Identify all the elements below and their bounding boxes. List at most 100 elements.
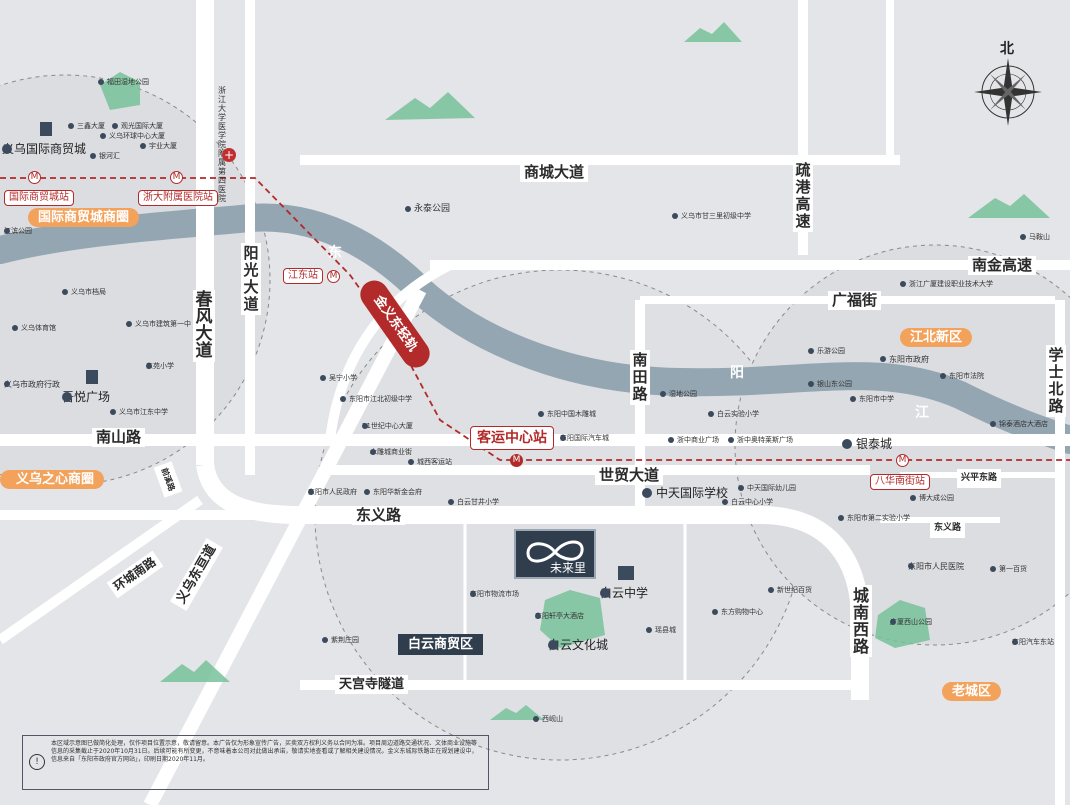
station-jiangdong[interactable]: 江东站 [283, 268, 323, 284]
poi-small[interactable]: 观光国际大厦 [112, 122, 163, 131]
poi-small[interactable]: 义乌市甘三里初级中学 [672, 212, 751, 221]
road-label-dongyi: 东义路 [352, 506, 406, 525]
poi-small[interactable]: 东阳市法院 [940, 372, 984, 381]
poi-small[interactable]: 东阳市中学 [850, 395, 894, 404]
poi-small[interactable]: 东阳市第二实验小学 [838, 514, 910, 523]
road-label-nanjin: 南金高速 [968, 256, 1037, 275]
road-label-dongyi-east: 东义路 [930, 519, 966, 538]
infinity-icon [526, 540, 584, 563]
poi-small[interactable]: 东阳汽车东站 [1012, 638, 1054, 646]
mountain-shape [684, 22, 742, 42]
metro-station-icon: M [170, 171, 183, 184]
poi-small[interactable]: 第一百货 [990, 565, 1027, 574]
poi-small[interactable]: 白云甘井小学 [448, 498, 499, 507]
poi-small[interactable]: 东阳市人民政府 [308, 488, 357, 496]
hospital-icon: + [222, 148, 236, 162]
poi-small[interactable]: 江滨公园 [4, 227, 32, 235]
poi-small[interactable]: 东阳华新金会府 [364, 488, 422, 497]
poi-dongyang-renmin-hospital[interactable]: 东阳市人民医院 [908, 562, 964, 571]
poi-small[interactable]: 义乌市档局 [62, 288, 106, 297]
road-label-nanshan: 南山路 [92, 428, 146, 447]
station-zheda-fuyuan[interactable]: 浙大附属医院站 [138, 190, 218, 206]
poi-small[interactable]: 吴宁小学 [320, 374, 357, 383]
river-path [0, 203, 1070, 454]
poi-yiwu-gov[interactable]: 义乌市政府行政 [4, 380, 60, 389]
poi-small[interactable]: 义乌体育馆 [12, 324, 56, 333]
poi-small[interactable]: 木雕城商业街 [370, 448, 412, 456]
poi-small[interactable]: 浙中奥特莱斯广场 [728, 436, 793, 445]
poi-small[interactable]: 福田湿地公园 [98, 78, 149, 87]
poi-small[interactable]: 锦泰酒店大酒店 [990, 420, 1048, 429]
poi-dongyang-gov[interactable]: 东阳市政府 [880, 355, 929, 364]
metro-station-icon: M [896, 454, 909, 467]
poi-small[interactable]: 浙中商业广场 [668, 436, 719, 445]
park-shape [875, 600, 930, 648]
poi-baiyun-middle[interactable]: 白云中学 [600, 586, 649, 600]
metro-station-icon: M [28, 171, 41, 184]
poi-small[interactable]: 21世纪中心大厦 [362, 422, 413, 430]
river-label-jiang: 江 [915, 405, 929, 421]
poi-small[interactable]: 东苑小学 [146, 362, 174, 370]
project-logo[interactable]: 未来里 [514, 529, 596, 579]
road-label-chengnan-xi: 城南西路 [850, 585, 872, 657]
road-label-guangfu: 广福街 [828, 291, 882, 310]
poi-baiyun-wenhua[interactable]: 白云文化城 [548, 638, 609, 652]
road-label-yangguang: 阳光大道 [241, 243, 261, 315]
poi-small[interactable]: 白云中心小学 [722, 498, 773, 507]
poi-small[interactable]: 中天国际幼儿园 [738, 484, 796, 493]
poi-yiwu-guoji-shangmaocheng[interactable]: 义乌国际商贸城 [2, 142, 87, 156]
road-label-chunfeng: 春风大道 [193, 290, 215, 362]
poi-zhongtian-school[interactable]: 中天国际学校 [642, 486, 728, 500]
poi-small[interactable]: 三鑫大厦 [68, 122, 105, 131]
poi-small[interactable]: 东阳国际汽车城 [560, 434, 609, 442]
mountain-shape [385, 92, 475, 120]
mountain-shape [160, 660, 230, 682]
metro-line-path [0, 177, 1070, 461]
poi-small[interactable]: 银山东公园 [808, 380, 852, 389]
poi-small[interactable]: 义乌环球中心大厦 [100, 132, 165, 141]
metro-station-icon: M [327, 270, 340, 283]
disclaimer-text: 本区域示意图已做简化处理，仅作项目位置示意，敬请留意。本广告仅为形象宣传广告，买… [51, 740, 478, 763]
poi-small[interactable]: 东阳中国木雕城 [538, 410, 596, 419]
compass [974, 58, 1042, 126]
poi-small[interactable]: 城西客运站 [408, 458, 452, 467]
road-label-shimao: 世贸大道 [595, 466, 664, 485]
poi-wuyue[interactable]: 吾悦广场 [62, 390, 111, 404]
poi-small[interactable]: 紫荆庄园 [322, 636, 359, 645]
road-label-tiangongsi: 天宫寺隧道 [335, 675, 409, 694]
building-icon [86, 370, 98, 384]
poi-small[interactable]: 东方购物中心 [712, 608, 763, 617]
station-guoji-shangmao[interactable]: 国际商贸城站 [4, 190, 74, 206]
station-keyun[interactable]: 客运中心站 [470, 426, 554, 450]
poi-small[interactable]: 瑶县城 [646, 626, 676, 635]
poi-zhejiang-fourth-hospital[interactable]: 浙江大学医学院附属第四医院 [218, 86, 226, 203]
poi-small[interactable]: 宇业大厦 [140, 142, 177, 151]
disclaimer-box: ! 本区域示意图已做简化处理，仅作项目位置示意，敬请留意。本广告仅为形象宣传广告… [22, 735, 489, 790]
poi-small[interactable]: 湿地公园 [660, 390, 697, 399]
area-label-laocheng: 老城区 [942, 682, 1002, 701]
poi-small[interactable]: 义乌市江东中学 [110, 408, 168, 417]
poi-yongtai-park[interactable]: 永泰公园 [405, 205, 450, 214]
mountain-shape [490, 705, 544, 720]
area-label-yiwu-zhixin: 义乌之心商圈 [0, 470, 105, 489]
poi-small[interactable]: 马鞍山 [1020, 233, 1050, 242]
poi-small[interactable]: 白云实验小学 [708, 410, 759, 419]
poi-small[interactable]: 浙江广厦建设职业技术大学 [900, 280, 993, 289]
poi-small[interactable]: 东阳轩亭大酒店 [535, 612, 584, 620]
road-label-nantian: 南田路 [630, 350, 650, 405]
poi-small[interactable]: 银河汇 [90, 152, 120, 161]
poi-small[interactable]: 西岘山 [533, 715, 563, 724]
poi-small[interactable]: 东阳市江北初级中学 [340, 395, 412, 404]
poi-small[interactable]: 新世纪百货 [768, 586, 812, 595]
road-label-shangcheng: 商城大道 [520, 163, 589, 182]
station-bahua-nanjie[interactable]: 八华南街站 [870, 474, 930, 490]
poi-small[interactable]: 乐游公园 [808, 347, 845, 356]
poi-small[interactable]: 博大成公园 [910, 494, 954, 503]
mountain-shape [968, 194, 1050, 218]
poi-small[interactable]: 东阳市物流市场 [470, 590, 519, 598]
poi-yintai[interactable]: 银泰城 [842, 437, 892, 451]
poi-small[interactable]: 义乌市建筑第一中 [126, 320, 191, 329]
poi-small[interactable]: 广厦西山公园 [890, 618, 932, 626]
